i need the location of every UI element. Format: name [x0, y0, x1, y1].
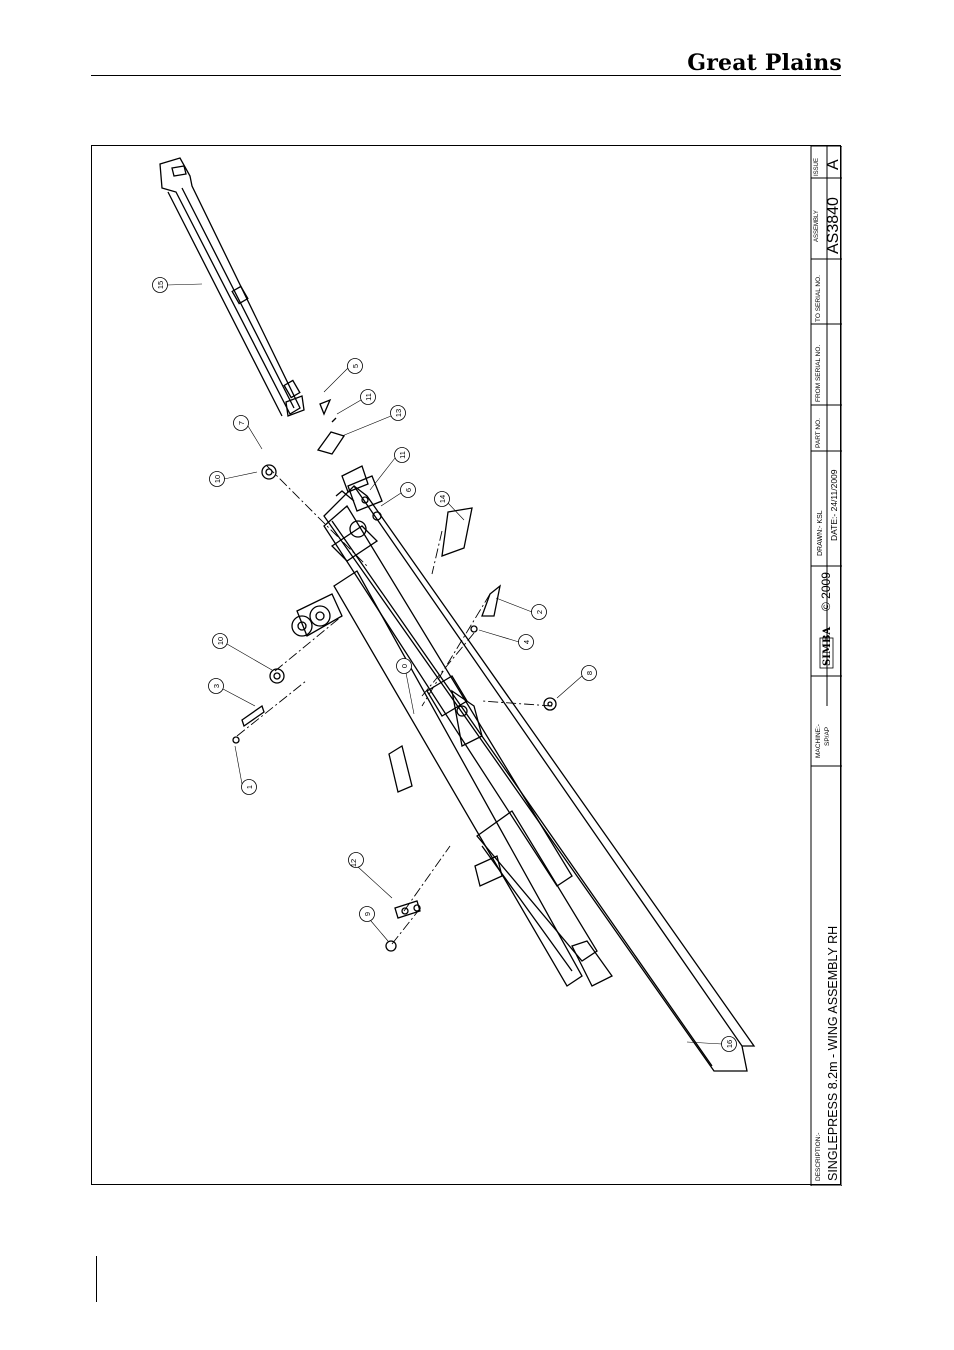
issue-value: A [825, 159, 842, 170]
svg-text:7: 7 [237, 421, 246, 425]
callout-15: 15 [153, 278, 203, 293]
footer-rule [96, 1256, 97, 1302]
machine-value: SP/AP [824, 727, 831, 746]
callout-6: 6 [381, 483, 416, 507]
svg-text:14: 14 [438, 495, 447, 503]
description-label: DESCRIPTION:- [815, 1133, 822, 1181]
description-value: SINGLEPRESS 8.2m - WING ASSEMBLY RH [826, 926, 840, 1181]
copyright-text: © 2009 [819, 572, 833, 611]
issue-label: ISSUE [814, 158, 820, 176]
header-rule [91, 75, 841, 76]
callout-1: 1 [235, 746, 257, 795]
svg-text:11: 11 [364, 393, 373, 401]
callout-2: 2 [496, 598, 547, 620]
callout-14: 14 [435, 492, 465, 521]
drawing-sheet: 15 5 11 13 7 10 11 6 14 2 4 10 3 8 1 0 1… [91, 145, 841, 1185]
assembly-label: ASSEMBLY [814, 210, 820, 242]
part-13-plate [318, 432, 344, 454]
svg-text:9: 9 [363, 912, 372, 916]
svg-text:10: 10 [213, 475, 222, 483]
svg-text:3: 3 [212, 684, 221, 688]
machine-label: MACHINE:- [815, 724, 822, 758]
assembly-drawing: 15 5 11 13 7 10 11 6 14 2 4 10 3 8 1 0 1… [92, 146, 842, 1186]
svg-text:15: 15 [156, 281, 165, 289]
svg-text:2: 2 [535, 610, 544, 614]
to-serial-label: TO SERIAL NO. [815, 275, 822, 322]
brand-logo-text: Great Plains [687, 50, 842, 76]
callout-0: 0 [397, 659, 415, 715]
callout-7: 7 [234, 416, 263, 450]
callout-10a: 10 [210, 472, 258, 487]
drawn-by: DRAWN:- KSL [817, 510, 824, 556]
svg-text:13: 13 [394, 409, 403, 417]
part-no-label: PART NO. [815, 418, 822, 448]
callout-9: 9 [360, 907, 389, 942]
svg-text:1: 1 [245, 785, 254, 789]
svg-text:SIMBA: SIMBA [822, 627, 833, 666]
callout-3: 3 [209, 679, 256, 707]
svg-text:8: 8 [585, 671, 594, 675]
svg-text:0: 0 [400, 664, 409, 668]
svg-text:11: 11 [398, 451, 407, 459]
callout-12: 12 [349, 853, 393, 899]
svg-text:6: 6 [404, 488, 413, 492]
drawing-date: DATE:- 24/11/2009 [829, 469, 839, 541]
svg-text:4: 4 [522, 640, 531, 644]
callout-4: 4 [479, 630, 534, 650]
part-14-bracket [442, 508, 472, 556]
svg-text:12: 12 [349, 859, 358, 867]
svg-text:5: 5 [351, 364, 360, 368]
callout-10b: 10 [213, 634, 273, 671]
part-15-tube [160, 158, 300, 414]
svg-text:10: 10 [216, 637, 225, 645]
svg-text:16: 16 [725, 1040, 734, 1048]
callout-13: 13 [342, 406, 406, 437]
assembly-value: AS3840 [825, 197, 842, 254]
from-serial-label: FROM SERIAL NO. [815, 345, 822, 402]
simba-logo: SIMBA [820, 627, 833, 668]
callout-8: 8 [557, 666, 597, 699]
callout-11a: 11 [337, 390, 376, 415]
callout-5: 5 [324, 359, 363, 393]
